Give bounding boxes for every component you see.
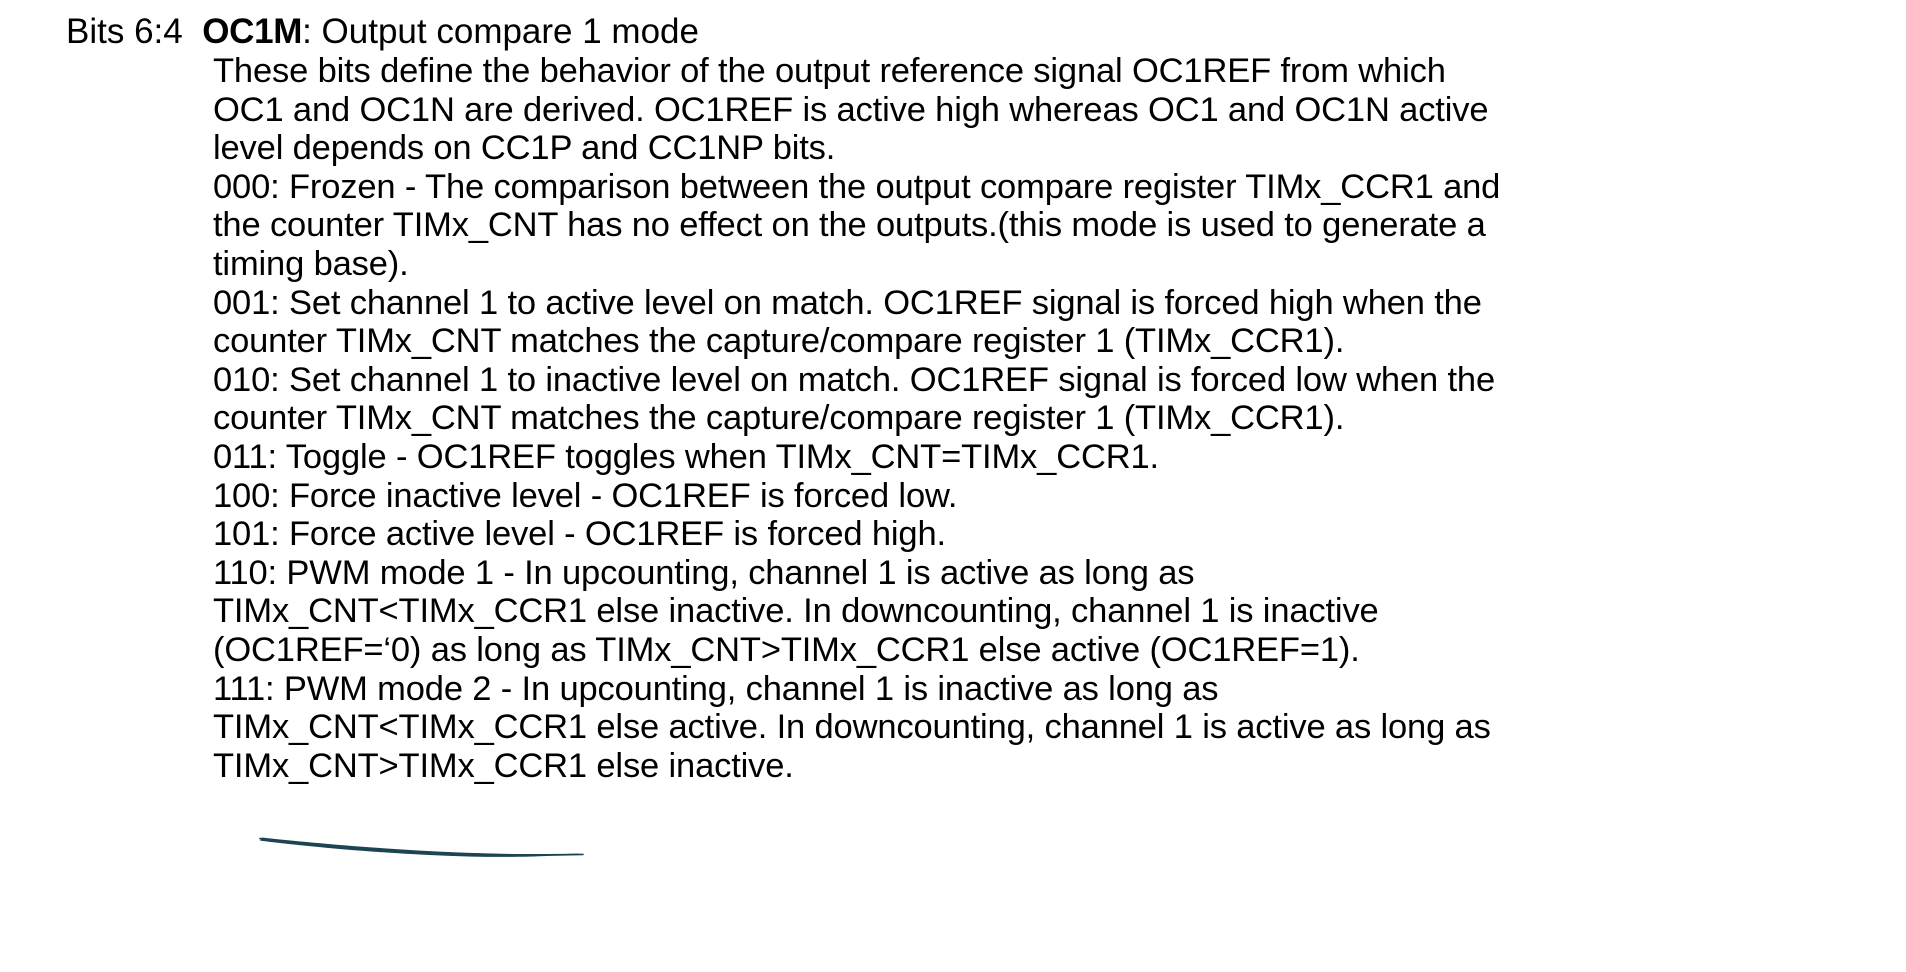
- paragraph-mode-111: 111: PWM mode 2 - In upcounting, channel…: [213, 670, 1513, 786]
- paragraph-mode-110: 110: PWM mode 1 - In upcounting, channel…: [213, 553, 1379, 669]
- field-description-body: These bits define the behavior of the ou…: [213, 52, 1513, 785]
- pen-stroke-tail: [259, 837, 584, 856]
- field-heading: Bits 6:4 OC1M: Output compare 1 mode: [66, 8, 699, 56]
- paragraph-mode-000: 000: Frozen - The comparison between the…: [213, 167, 1501, 283]
- bits-range-label: Bits 6:4: [66, 12, 183, 51]
- field-description-label: : Output compare 1 mode: [302, 12, 699, 51]
- paragraph-mode-100: 100: Force inactive level - OC1REF is fo…: [213, 476, 958, 515]
- paragraph-intro: These bits define the behavior of the ou…: [213, 52, 1489, 168]
- paragraph-mode-111-rest: - In upcounting, channel 1 is inactive a…: [213, 669, 1491, 785]
- paragraph-mode-001: 001: Set channel 1 to active level on ma…: [213, 283, 1482, 361]
- annotated-mode-111-label: 111: PWM mode 2: [213, 669, 492, 708]
- paragraph-mode-010: 010: Set channel 1 to inactive level on …: [213, 360, 1495, 438]
- pen-stroke-path: [260, 837, 584, 857]
- field-name-label: OC1M: [202, 12, 303, 51]
- paragraph-mode-011: 011: Toggle - OC1REF toggles when TIMx_C…: [213, 437, 1159, 476]
- paragraph-mode-101: 101: Force active level - OC1REF is forc…: [213, 515, 946, 554]
- pen-underline-annotation: [206, 826, 596, 860]
